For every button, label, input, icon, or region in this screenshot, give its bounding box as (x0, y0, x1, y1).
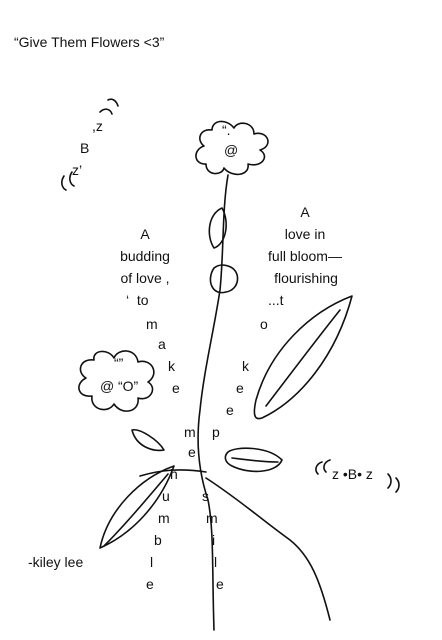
smile-i: i (212, 532, 216, 548)
humble-b: b (154, 532, 162, 548)
leaf-small-left (131, 429, 165, 452)
left-flower-petals (78, 350, 155, 412)
center-e: e (188, 444, 196, 460)
humble-h: h (170, 466, 178, 482)
stem-branch-left (139, 469, 207, 477)
right-stanza-line-2: love in (284, 226, 326, 242)
stem-branch-right (205, 477, 331, 621)
bee-right-wings (315, 459, 331, 475)
humble-u: u (162, 488, 170, 504)
right-stanza-line-4: flourishing (274, 270, 338, 286)
poem-title: “Give Them Flowers <3” (14, 34, 165, 50)
left-flower-center: @ (100, 378, 115, 394)
author-signature: -kiley lee (28, 554, 84, 570)
center-p: p (212, 424, 220, 440)
left-stanza-line-4: ‘ to (126, 292, 149, 308)
left-diag-m: m (146, 316, 158, 332)
left-diag-a: a (158, 336, 166, 352)
humble-m: m (158, 510, 170, 526)
center-m: m (184, 424, 196, 440)
right-stanza-line-3: full bloom— (268, 248, 342, 264)
leaf-lower-left (99, 465, 175, 549)
right-stanza-line-1: A (300, 204, 310, 220)
humble-e: e (146, 576, 154, 592)
bee-top-wings (99, 98, 119, 115)
bee-right: z •B• z (332, 466, 373, 482)
right-diag-e1: e (236, 380, 244, 396)
top-flower-petals (195, 120, 269, 176)
top-flower-marks: “. (222, 122, 231, 138)
smile-s: s (202, 488, 209, 504)
left-flower-inner: “O” (118, 378, 139, 394)
left-stanza-line-3: of love , (120, 270, 170, 286)
smile-l: l (214, 554, 218, 570)
leaf-lower-right (224, 447, 283, 473)
leaf-big-right (253, 295, 353, 420)
right-diag-o: o (260, 316, 268, 332)
left-flower-marks: “” (114, 355, 124, 371)
left-stanza-line-1: A (140, 226, 150, 242)
bee-top-line3: z’ (72, 162, 83, 178)
top-flower-center: @ (224, 142, 239, 158)
left-stanza-line-2: budding (120, 248, 170, 264)
bee-top-line1: ,z (92, 118, 103, 134)
leaf-upper (208, 207, 227, 249)
smile-e: e (216, 576, 224, 592)
right-stanza-line-5: ...t (268, 292, 284, 308)
left-diag-e: e (172, 380, 180, 396)
leaf-middle (209, 264, 239, 294)
right-diag-e2: e (226, 402, 234, 418)
main-stem (197, 174, 229, 631)
humble-l: l (150, 554, 154, 570)
smile-m: m (206, 510, 218, 526)
left-diag-k: k (168, 358, 175, 374)
bee-top-line2: B (80, 140, 90, 156)
right-diag-k: k (242, 358, 249, 374)
